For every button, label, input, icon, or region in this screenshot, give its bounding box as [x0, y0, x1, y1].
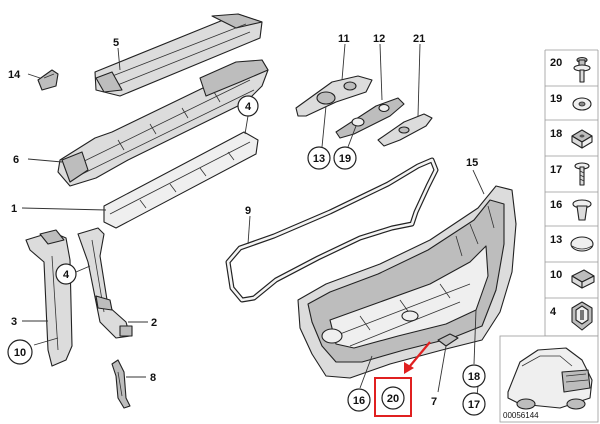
side-item-label-16: 16	[550, 199, 562, 211]
part-7-clip	[437, 333, 459, 347]
part-2-right-pillar	[77, 227, 133, 339]
part-5-top-panel	[94, 13, 263, 97]
callout-8: 8	[150, 372, 156, 384]
callout-1: 1	[11, 203, 17, 215]
side-item-label-20: 20	[550, 57, 562, 69]
callout-6: 6	[13, 154, 19, 166]
fastener-10-pad-icon	[571, 269, 595, 289]
side-item-label-10: 10	[550, 269, 562, 281]
part-12-trim-cover	[335, 97, 405, 139]
svg-text:17: 17	[468, 399, 480, 411]
part-21-trim-cover	[377, 113, 433, 147]
part-11-trim-cover	[295, 75, 373, 117]
highlight-arrow	[404, 341, 431, 374]
callout-4-lower: 4	[55, 263, 77, 285]
callout-19: 19	[333, 146, 357, 170]
svg-text:4: 4	[245, 101, 252, 113]
fastener-side-panel: 20 19 18 17 16 13 10 4	[544, 49, 599, 337]
callout-21: 21	[413, 33, 425, 45]
callout-15: 15	[466, 157, 478, 169]
callout-3: 3	[11, 316, 17, 328]
fastener-19-nut-icon	[572, 97, 592, 111]
catalog-code: 00056144	[503, 411, 539, 420]
callout-16: 16	[347, 388, 371, 412]
svg-text:16: 16	[353, 395, 365, 407]
callout-5: 5	[113, 37, 119, 49]
highlight-box-20[interactable]: 20	[374, 377, 412, 417]
side-item-label-4: 4	[550, 306, 557, 318]
fastener-18-clip-nut-icon	[571, 129, 593, 149]
part-9-tailgate-seal	[225, 157, 439, 303]
part-6-crossmember-trim	[57, 59, 269, 187]
svg-text:10: 10	[14, 347, 26, 359]
part-3-left-pillar	[25, 229, 73, 367]
callout-2: 2	[151, 317, 157, 329]
callout-14: 14	[8, 69, 21, 81]
svg-text:18: 18	[468, 371, 480, 383]
side-item-label-18: 18	[550, 128, 562, 140]
callout-9: 9	[245, 205, 251, 217]
svg-text:19: 19	[339, 153, 351, 165]
fastener-13-cap-icon	[570, 236, 594, 252]
part-1-trim-strip	[103, 131, 259, 229]
callout-4-upper: 4	[237, 95, 259, 117]
callout-13: 13	[307, 146, 331, 170]
fastener-16-rivet-icon	[572, 199, 592, 221]
fastener-20-screw-icon	[573, 56, 591, 83]
svg-text:4: 4	[63, 269, 70, 281]
fastener-17-screw-icon	[574, 162, 590, 186]
car-icon	[507, 347, 593, 410]
callout-17: 17	[462, 392, 486, 416]
svg-text:13: 13	[313, 153, 325, 165]
callout-12: 12	[373, 33, 385, 45]
fastener-4-clip-icon	[571, 301, 593, 331]
part-8-bracket	[111, 359, 131, 409]
callout-18: 18	[462, 364, 486, 388]
callout-7: 7	[431, 396, 437, 408]
svg-text:20: 20	[387, 393, 399, 405]
side-item-label-19: 19	[550, 93, 562, 105]
side-item-label-17: 17	[550, 164, 562, 176]
callout-10: 10	[7, 339, 33, 365]
vehicle-location-thumbnail: 00056144	[499, 335, 599, 423]
callout-11: 11	[338, 33, 350, 45]
side-item-label-13: 13	[550, 234, 562, 246]
part-14-clip	[37, 69, 59, 91]
part-15-tailgate-trim-panel	[297, 185, 517, 379]
